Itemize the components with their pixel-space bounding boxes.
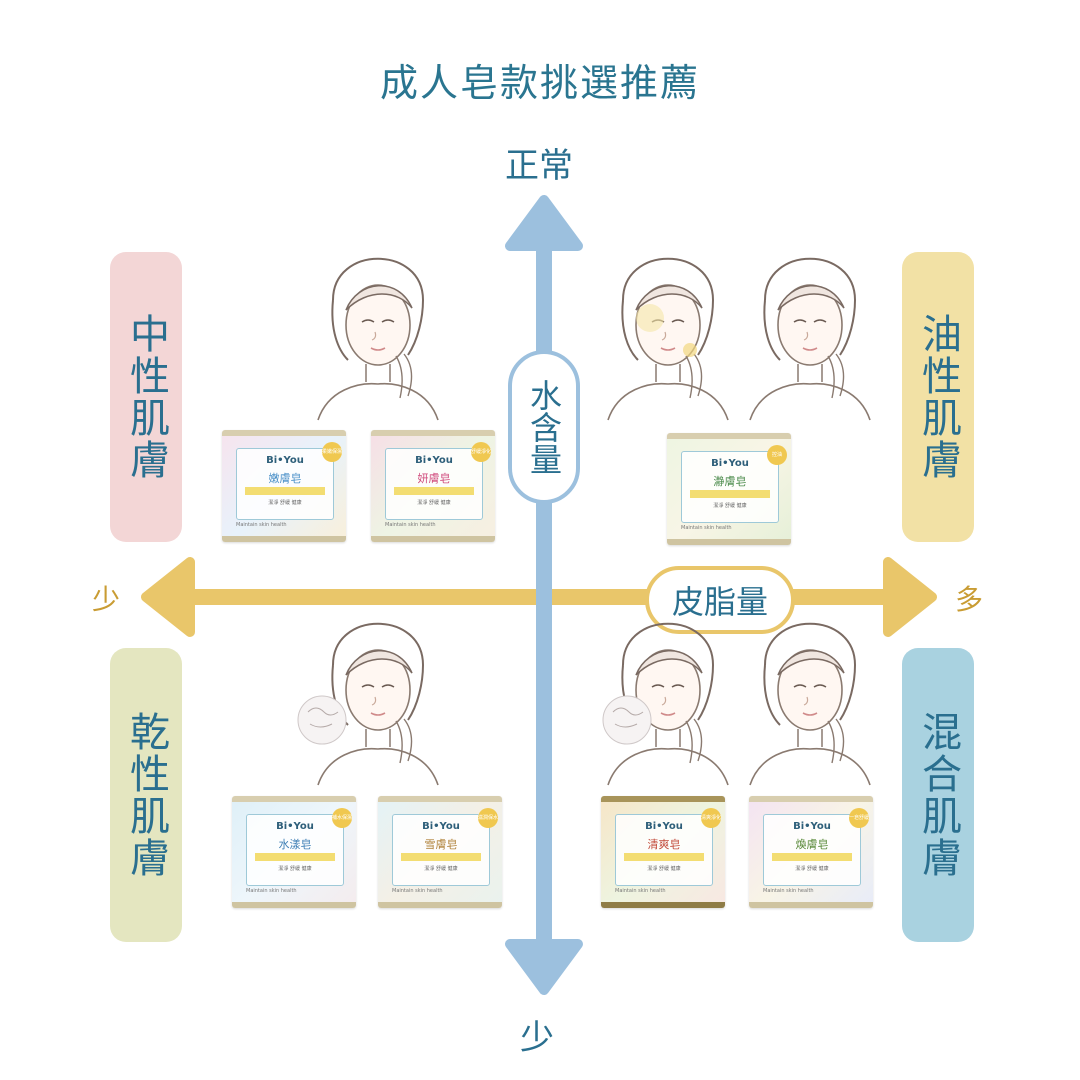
horizontal-axis-right-label: 多 [955,583,984,616]
soap-yanfu: Bi•You 妍膚皂 潔淨 舒緩 健康 Maintain skin health… [371,430,495,542]
face-oily-1 [607,257,729,421]
vertical-axis-name: 水含量 [508,350,580,504]
soap-huanfu: Bi•You 煥膚皂 潔淨 舒緩 健康 Maintain skin health… [749,796,873,908]
badge-icon: 柔嫩保濕 [322,442,342,462]
face-neutral [317,257,439,421]
quadrant-bottom-left-panel: 乾性肌膚 [110,648,182,942]
badge-icon: 清爽淨化 [701,808,721,828]
horizontal-axis-left-label: 少 [92,583,121,616]
vertical-axis-top-label: 正常 [505,146,573,186]
horizontal-axis-name: 皮脂量 [645,566,795,634]
soap-qingshuang: Bi•You 清爽皂 潔淨 舒緩 健康 Maintain skin health… [601,796,725,908]
badge-icon: 控油 [767,445,787,465]
soap-nenfu: Bi•You 嫩膚皂 潔淨 舒緩 健康 Maintain skin health… [222,430,346,542]
badge-icon: 補水保濕 [332,808,352,828]
quadrant-bottom-right-panel: 混合肌膚 [902,648,974,942]
badge-icon: 一皂舒緩 [849,808,869,828]
face-oily-2 [749,257,871,421]
badge-icon: 舒緩淨化 [471,442,491,462]
quadrant-top-left-panel: 中性肌膚 [110,252,182,542]
page-title: 成人皂款挑選推薦 [379,61,700,105]
soap-shuiyang: Bi•You 水漾皂 潔淨 舒緩 健康 Maintain skin health… [232,796,356,908]
vertical-axis-bottom-label: 少 [520,1018,554,1058]
badge-icon: 滋潤保水 [478,808,498,828]
soap-xuefu: Bi•You 雪膚皂 潔淨 舒緩 健康 Maintain skin health… [378,796,502,908]
face-combination-2 [749,622,871,786]
soap-jingfu: Bi•You 瀞膚皂 潔淨 舒緩 健康 Maintain skin health… [667,433,791,545]
quadrant-top-right-panel: 油性肌膚 [902,252,974,542]
